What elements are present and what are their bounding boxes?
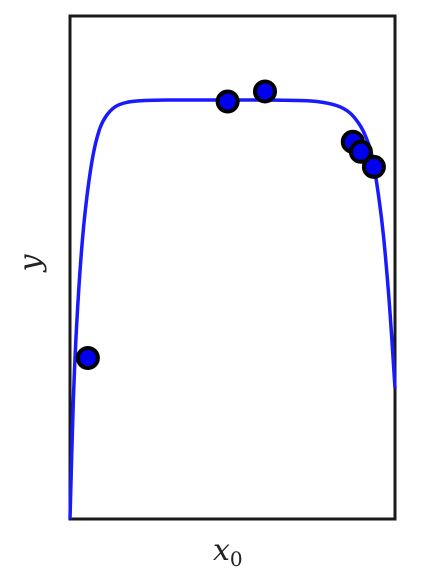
points-layer — [75, 79, 386, 371]
data-point — [215, 89, 240, 114]
data-point — [348, 139, 373, 164]
model-curve — [68, 98, 397, 520]
plot-frame — [68, 14, 397, 521]
x-axis-label-main: x — [213, 533, 230, 568]
y-axis-label: y — [13, 253, 48, 273]
data-point — [75, 346, 100, 371]
curve-layer — [68, 98, 397, 520]
data-point — [253, 79, 277, 104]
x-axis-label: x0 — [213, 533, 243, 571]
data-point — [361, 154, 386, 179]
x-axis-label-subscript: 0 — [230, 547, 243, 571]
